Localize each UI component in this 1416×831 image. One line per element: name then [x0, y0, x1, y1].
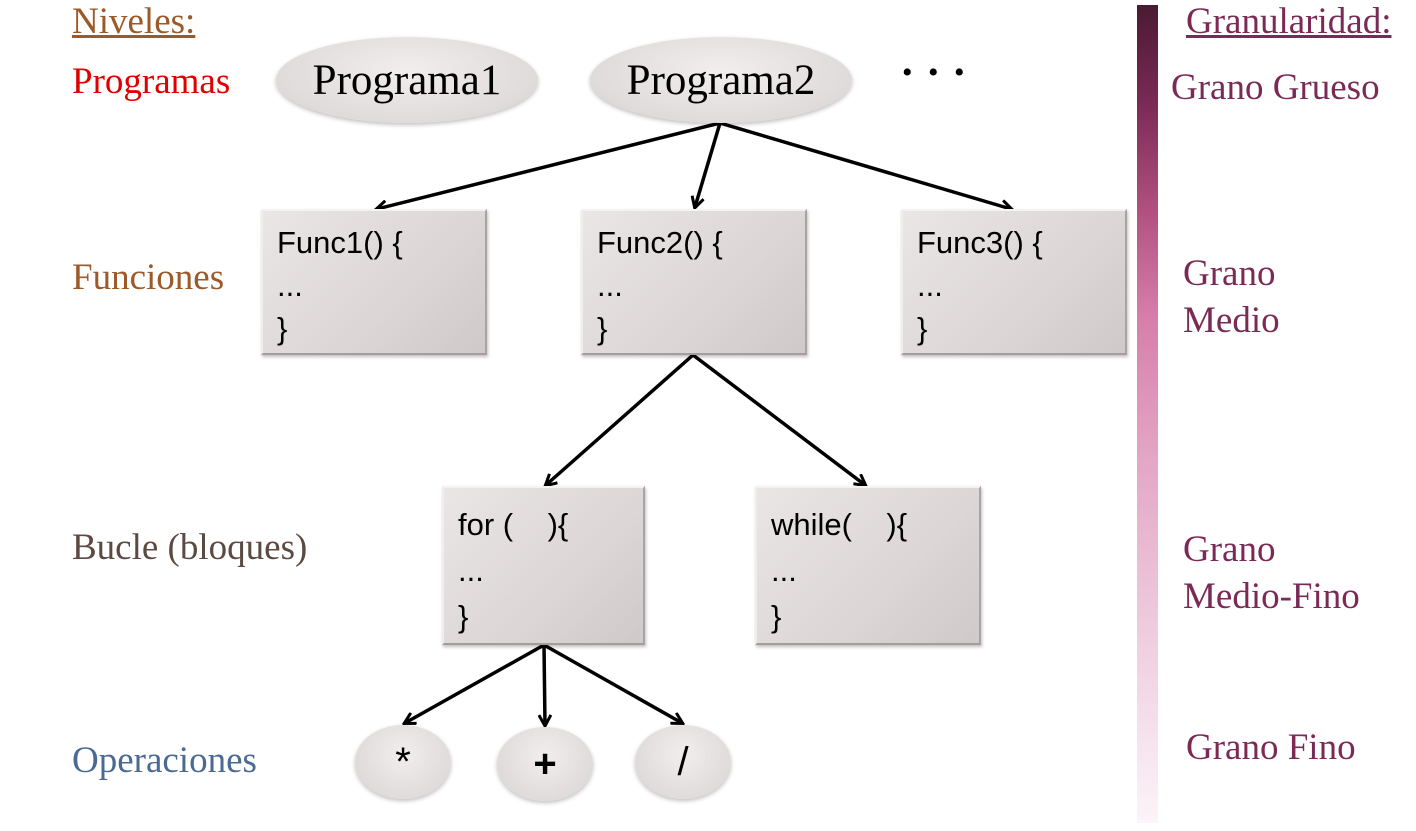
function-node: Func3() { ... }	[901, 209, 1127, 355]
operation-node: +	[497, 727, 593, 801]
more-programs-ellipsis: • • •	[902, 56, 969, 89]
level-loops-label: Bucle (bloques)	[72, 527, 308, 568]
function-node: Func2() { ... }	[581, 209, 807, 355]
code-line: ...	[917, 268, 943, 303]
arrow-for-div	[543, 643, 682, 723]
code-line: Func3() {	[917, 225, 1043, 260]
program-label: Programa2	[626, 56, 816, 104]
granularity-coarse-label: Grano Grueso	[1171, 67, 1380, 108]
granularity-medium-fine-label: Grano Medio-Fino	[1183, 526, 1360, 620]
code-line: }	[917, 311, 928, 346]
code-line: }	[597, 311, 608, 346]
operation-node: *	[355, 725, 451, 799]
granularity-title: Granularidad:	[1186, 1, 1392, 42]
code-line: }	[771, 599, 782, 634]
code-line: ...	[458, 553, 484, 588]
levels-title: Niveles:	[72, 1, 196, 42]
program-node: Programa2	[590, 37, 852, 123]
arrow-program2-func2	[695, 122, 722, 207]
operation-symbol: /	[677, 739, 689, 784]
code-line: ...	[597, 268, 623, 303]
loop-node: while( ){ ... }	[755, 486, 981, 645]
code-line: for ( ){	[458, 507, 569, 542]
granularity-medium-label: Grano Medio	[1183, 250, 1280, 344]
arrow-program2-func1	[377, 121, 721, 209]
level-functions-label: Funciones	[72, 257, 225, 298]
function-node: Func1() { ... }	[261, 209, 487, 355]
program-label: Programa1	[312, 56, 502, 104]
operation-symbol: *	[395, 739, 411, 784]
code-line: ...	[277, 268, 303, 303]
arrow-program2-func3	[719, 121, 1011, 209]
operation-node: /	[635, 725, 731, 799]
code-line: Func2() {	[597, 225, 723, 260]
granularity-line: Grano	[1183, 253, 1276, 294]
level-programs-label: Programas	[72, 61, 231, 102]
loop-node: for ( ){ ... }	[442, 486, 645, 645]
code-line: }	[277, 311, 288, 346]
granularity-line: Grano	[1183, 529, 1276, 570]
operation-symbol: +	[533, 741, 557, 786]
code-line: while( ){	[771, 507, 908, 542]
arrow-for-add	[544, 644, 545, 725]
granularity-gradient-bar	[1137, 5, 1158, 823]
code-line: ...	[771, 553, 797, 588]
arrow-func2-while	[691, 353, 865, 485]
granularity-line: Medio	[1183, 300, 1280, 341]
arrow-for-mul	[405, 643, 545, 723]
level-operations-label: Operaciones	[72, 740, 257, 781]
code-line: }	[458, 599, 469, 634]
granularity-line: Medio-Fino	[1183, 576, 1360, 617]
program-node: Programa1	[276, 37, 538, 123]
granularity-fine-label: Grano Fino	[1186, 727, 1356, 768]
code-line: Func1() {	[277, 225, 403, 260]
arrow-func2-for	[546, 353, 695, 485]
